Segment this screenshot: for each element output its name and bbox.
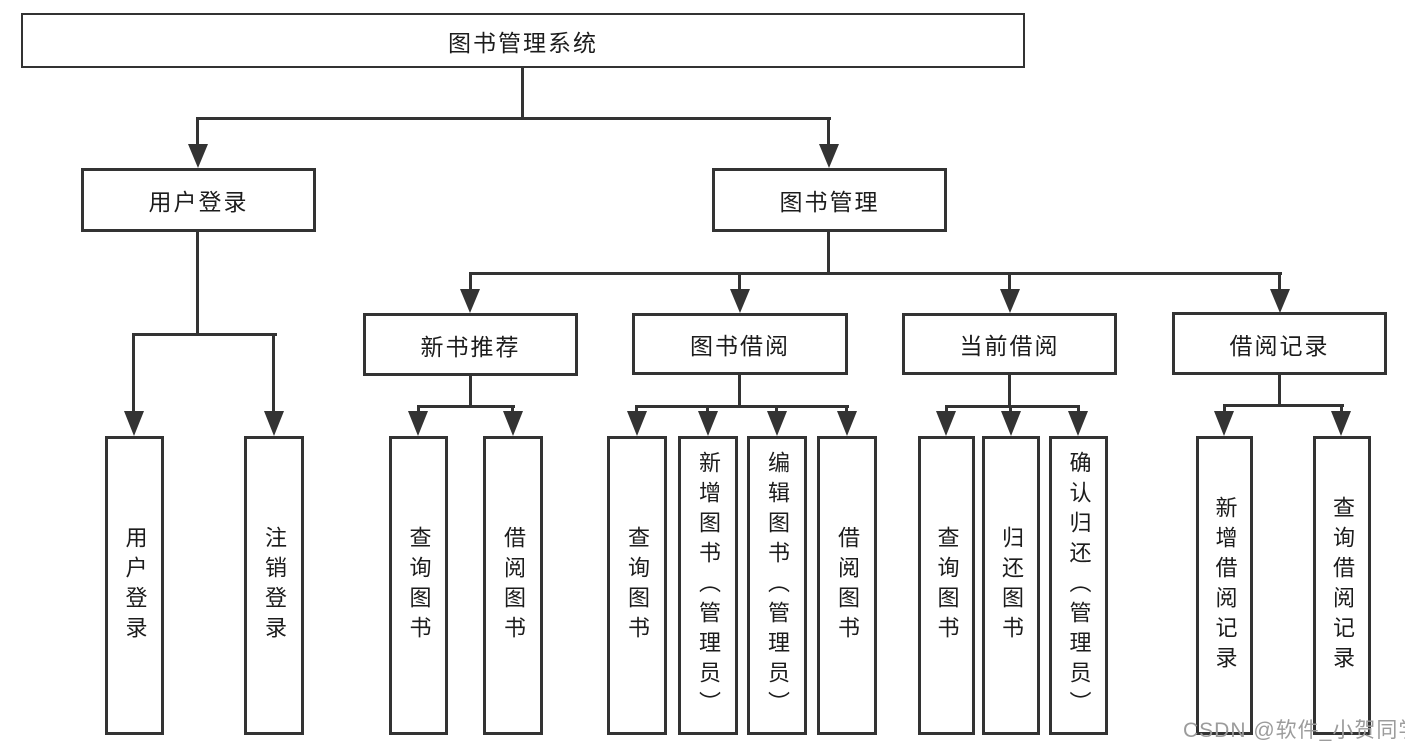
connector-bookborrow-stub <box>738 375 741 408</box>
connector-currentborrow-bar <box>945 405 1080 408</box>
connector-newbook-stub <box>469 376 472 408</box>
node-book-management: 图书管理 <box>712 168 947 232</box>
arrow-down-icon <box>698 411 718 436</box>
connector-currentborrow-stub <box>1008 375 1011 408</box>
arrow-down-icon <box>264 411 284 436</box>
connector-level3-bar <box>469 272 1282 275</box>
connector-shaft <box>1223 404 1226 415</box>
arrow-down-icon <box>408 411 428 436</box>
leaf-query-book-2-label: 查询图书 <box>625 525 650 646</box>
arrow-down-icon <box>936 411 956 436</box>
connector-shaft <box>945 405 948 415</box>
connector-userlogin-stub <box>196 232 199 336</box>
leaf-confirm-return-admin-label: 确认归还（管理员） <box>1066 450 1092 721</box>
connector-shaft <box>738 272 741 292</box>
leaf-query-book-3-label: 查询图书 <box>934 525 960 646</box>
leaf-query-borrow-record: 查询借阅记录 <box>1313 436 1371 735</box>
arrow-down-icon <box>837 411 857 436</box>
connector-shaft <box>417 405 420 415</box>
arrow-down-icon <box>730 289 750 313</box>
arrow-down-icon <box>124 411 144 436</box>
arrow-down-icon <box>188 144 208 168</box>
connector-shaft <box>469 272 472 292</box>
connector-shaft <box>1008 272 1011 292</box>
connector-root-stub <box>521 68 524 120</box>
connector-bookmgmt-stub <box>827 232 830 275</box>
leaf-query-book-1: 查询图书 <box>389 436 448 735</box>
leaf-return-book-label: 归还图书 <box>999 525 1024 646</box>
connector-newbook-bar <box>417 405 515 408</box>
node-root-label: 图书管理系统 <box>448 29 598 56</box>
node-current-borrow: 当前借阅 <box>902 313 1117 375</box>
node-user-login-label: 用户登录 <box>148 189 249 215</box>
node-new-book-recommend-label: 新书推荐 <box>420 333 521 360</box>
leaf-borrow-book-1: 借阅图书 <box>483 436 543 735</box>
node-book-management-label: 图书管理 <box>779 189 880 215</box>
connector-shaft <box>511 405 514 415</box>
arrow-down-icon <box>1000 289 1020 313</box>
leaf-return-book: 归还图书 <box>982 436 1040 735</box>
leaf-borrow-book-2-label: 借阅图书 <box>835 525 860 646</box>
connector-borrowrecords-stub <box>1278 375 1281 407</box>
connector-shaft <box>1340 404 1343 415</box>
watermark: CSDN @软件_小贺同学 <box>1183 719 1405 742</box>
node-borrow-records: 借阅记录 <box>1172 312 1387 375</box>
leaf-logout: 注销登录 <box>244 436 304 735</box>
leaf-confirm-return-admin: 确认归还（管理员） <box>1049 436 1108 735</box>
connector-shaft <box>132 333 135 413</box>
leaf-query-book-3: 查询图书 <box>918 436 975 735</box>
connector-shaft <box>196 117 199 147</box>
connector-userlogin-bar <box>133 333 277 336</box>
connector-shaft <box>775 405 778 415</box>
connector-bookborrow-bar <box>636 405 849 408</box>
arrow-down-icon <box>1068 411 1088 436</box>
leaf-user-login: 用户登录 <box>105 436 164 735</box>
node-book-borrow: 图书借阅 <box>632 313 848 375</box>
leaf-edit-book-admin-label: 编辑图书（管理员） <box>765 450 790 721</box>
leaf-add-borrow-record-label: 新增借阅记录 <box>1212 495 1238 676</box>
arrow-down-icon <box>460 289 480 313</box>
connector-shaft <box>845 405 848 415</box>
connector-shaft <box>1278 272 1281 292</box>
leaf-user-login-label: 用户登录 <box>122 525 148 646</box>
leaf-query-book-2: 查询图书 <box>607 436 667 735</box>
leaf-add-book-admin: 新增图书（管理员） <box>678 436 738 735</box>
leaf-query-book-1-label: 查询图书 <box>406 525 432 646</box>
leaf-borrow-book-2: 借阅图书 <box>817 436 877 735</box>
node-new-book-recommend: 新书推荐 <box>363 313 578 376</box>
node-user-login: 用户登录 <box>81 168 316 232</box>
leaf-add-borrow-record: 新增借阅记录 <box>1196 436 1253 735</box>
arrow-down-icon <box>503 411 523 436</box>
arrow-down-icon <box>1214 411 1234 436</box>
leaf-query-borrow-record-label: 查询借阅记录 <box>1330 495 1355 676</box>
connector-shaft <box>706 405 709 415</box>
leaf-logout-label: 注销登录 <box>262 525 287 646</box>
arrow-down-icon <box>1270 289 1290 313</box>
arrow-down-icon <box>819 144 839 168</box>
connector-shaft <box>272 333 275 413</box>
arrow-down-icon <box>1001 411 1021 436</box>
connector-shaft <box>827 117 830 147</box>
arrow-down-icon <box>1331 411 1351 436</box>
leaf-add-book-admin-label: 新增图书（管理员） <box>696 450 721 721</box>
connector-shaft <box>635 405 638 415</box>
leaf-edit-book-admin: 编辑图书（管理员） <box>747 436 807 735</box>
connector-shaft <box>1077 405 1080 415</box>
node-borrow-records-label: 借阅记录 <box>1229 332 1330 359</box>
leaf-borrow-book-1-label: 借阅图书 <box>501 525 526 646</box>
arrow-down-icon <box>767 411 787 436</box>
connector-borrowrecords-bar <box>1223 404 1344 407</box>
arrow-down-icon <box>627 411 647 436</box>
node-book-borrow-label: 图书借阅 <box>690 333 790 359</box>
connector-level2-bar <box>197 117 831 120</box>
node-root: 图书管理系统 <box>21 13 1025 68</box>
node-current-borrow-label: 当前借阅 <box>959 333 1060 359</box>
connector-shaft <box>1009 405 1012 415</box>
